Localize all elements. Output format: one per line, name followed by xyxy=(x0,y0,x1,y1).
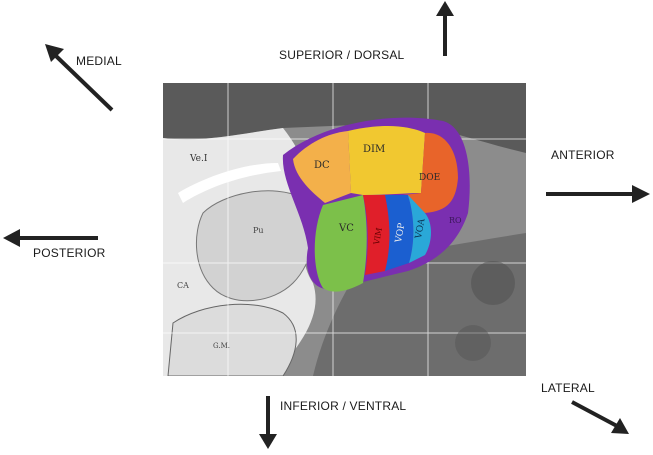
posterior-arrow-icon xyxy=(3,229,98,247)
superior-arrow-icon xyxy=(436,1,454,56)
voa-region xyxy=(408,195,431,263)
ro-label: RO xyxy=(449,216,462,225)
inferior-arrow-icon xyxy=(259,396,277,449)
vc-label: VC xyxy=(338,223,354,234)
vop-region xyxy=(385,195,414,271)
medial-arrow-icon xyxy=(45,44,114,112)
pu-label: Pu xyxy=(253,226,264,235)
thalamus-atlas-image: DC DIM DOE VC VIM VOP VOA RO Ve.I Pu CA … xyxy=(163,83,526,376)
vim-label: VIM xyxy=(372,227,384,246)
medial-label: MEDIAL xyxy=(76,54,122,68)
vop-label: VOP xyxy=(394,222,407,244)
doe-region xyxy=(403,132,458,213)
anterior-label: ANTERIOR xyxy=(551,148,615,162)
voa-label: VOA xyxy=(414,217,428,240)
lateral-arrow-icon xyxy=(571,400,629,434)
vc-region xyxy=(314,195,367,292)
ca-label: CA xyxy=(177,281,189,290)
dim-label: DIM xyxy=(363,144,385,155)
lateral-label: LATERAL xyxy=(541,381,595,395)
vei-label: Ve.I xyxy=(189,154,208,164)
gm-label: G.M. xyxy=(213,342,230,350)
doe-label: DOE xyxy=(419,173,440,183)
anterior-arrow-icon xyxy=(546,185,650,203)
posterior-label: POSTERIOR xyxy=(33,246,106,260)
inferior-label: INFERIOR / VENTRAL xyxy=(280,399,407,413)
atlas-svg: DC DIM DOE VC VIM VOP VOA RO Ve.I Pu CA … xyxy=(163,83,526,376)
superior-label: SUPERIOR / DORSAL xyxy=(279,48,405,62)
dc-region xyxy=(293,131,351,203)
dim-region xyxy=(348,126,425,195)
vim-region xyxy=(363,195,390,275)
dc-label: DC xyxy=(314,160,330,171)
